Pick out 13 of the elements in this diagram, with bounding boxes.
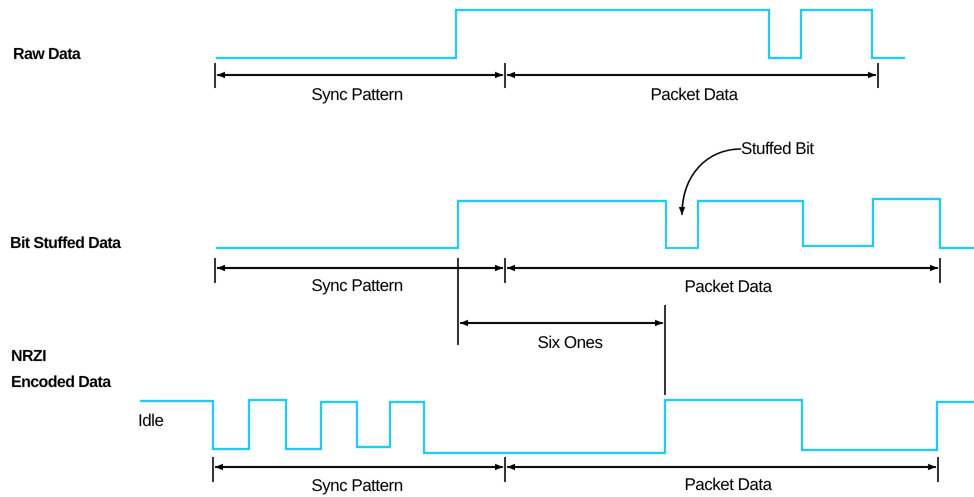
leader-line xyxy=(679,148,742,216)
signal-name: Bit Stuffed Data xyxy=(10,234,120,254)
span-label: Sync Pattern xyxy=(311,275,403,297)
span-label: Sync Pattern xyxy=(311,475,403,497)
span-label: Sync Pattern xyxy=(311,84,403,106)
callout-text: Stuffed Bit xyxy=(741,138,814,160)
signal-name: Raw Data xyxy=(13,45,80,65)
span-label: Packet Data xyxy=(684,276,772,298)
stuffed-bit-pulse xyxy=(665,215,699,249)
span-label: Packet Data xyxy=(650,84,738,106)
span-label: Idle xyxy=(138,410,164,432)
span-label: Six Ones xyxy=(538,332,602,354)
span-label: Packet Data xyxy=(684,474,772,496)
